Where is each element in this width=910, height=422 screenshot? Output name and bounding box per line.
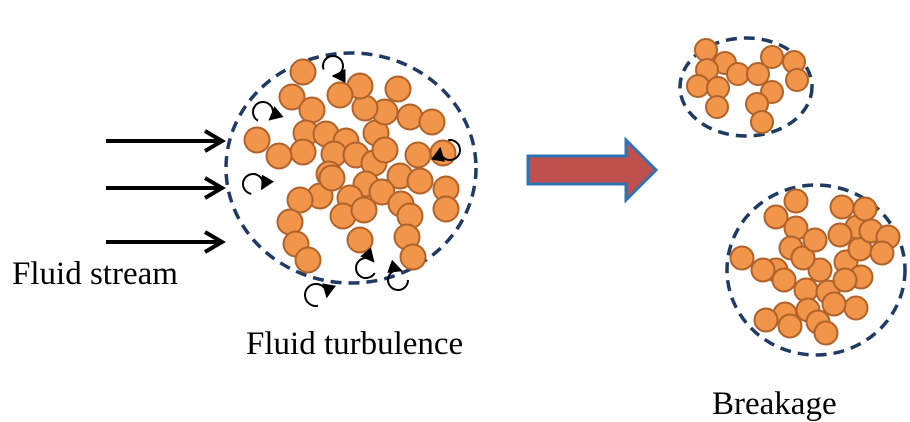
particle xyxy=(278,83,306,111)
particle xyxy=(843,295,869,321)
particle xyxy=(243,126,271,154)
eddy-swirl-icon xyxy=(355,247,376,279)
particle xyxy=(750,257,776,283)
particle xyxy=(404,141,432,169)
particle xyxy=(286,186,314,214)
particle xyxy=(429,139,457,167)
particle xyxy=(350,196,378,224)
particle xyxy=(294,246,322,274)
particle xyxy=(802,227,828,253)
particle xyxy=(686,74,710,98)
particle xyxy=(384,75,412,103)
particle xyxy=(750,110,774,134)
particle xyxy=(763,204,789,230)
particle xyxy=(276,208,304,236)
particle xyxy=(813,320,839,346)
eddy-swirl-icon xyxy=(387,259,410,291)
stream-arrow-icon xyxy=(106,129,226,153)
particle xyxy=(821,291,847,317)
particle xyxy=(771,267,797,293)
particle xyxy=(289,58,317,86)
fragment-top xyxy=(686,38,809,134)
fragment-boundary-top xyxy=(678,36,814,138)
eddy-swirl-icon xyxy=(322,55,346,83)
particle xyxy=(289,138,317,166)
stream-arrow-icon xyxy=(106,176,226,200)
fluid-turbulence-label: Fluid turbulence xyxy=(246,326,464,362)
particle xyxy=(760,45,784,69)
particle xyxy=(753,307,779,333)
particle xyxy=(694,38,718,62)
main-aggregate xyxy=(243,58,460,274)
particle xyxy=(326,81,354,109)
eddy-swirl-icon xyxy=(431,139,461,162)
eddy-swirl-icon xyxy=(242,173,275,195)
fluid-stream-label: Fluid stream xyxy=(12,256,178,292)
eddy-swirl-icon xyxy=(252,101,284,122)
particle xyxy=(418,108,446,136)
process-arrow-icon xyxy=(526,136,659,204)
particle xyxy=(406,167,434,195)
stream-arrows xyxy=(106,129,226,254)
particle xyxy=(371,136,399,164)
turbulence-eddies xyxy=(242,55,461,307)
particle xyxy=(807,257,833,283)
particle xyxy=(368,178,396,206)
particle xyxy=(829,194,855,220)
particle xyxy=(785,68,809,92)
particle xyxy=(852,196,878,222)
particle xyxy=(298,96,326,124)
particle xyxy=(346,226,374,254)
particle xyxy=(729,245,755,271)
particle xyxy=(705,95,729,119)
particle xyxy=(726,62,750,86)
eddy-swirl-icon xyxy=(304,283,336,307)
particle xyxy=(783,188,809,214)
particle xyxy=(265,142,293,170)
particle xyxy=(432,195,460,223)
fragment-boundary-bottom xyxy=(725,183,907,357)
particle xyxy=(869,240,895,266)
fragment-bottom xyxy=(729,188,901,346)
particle xyxy=(399,243,427,271)
particle xyxy=(396,103,424,131)
particle xyxy=(832,267,858,293)
particle xyxy=(746,62,770,86)
stream-arrow-icon xyxy=(106,230,226,254)
particle xyxy=(777,313,803,339)
particle xyxy=(318,164,346,192)
aggregate-boundary xyxy=(224,51,478,285)
particle xyxy=(790,245,816,271)
breakage-label: Breakage xyxy=(712,386,837,422)
particle xyxy=(827,222,853,248)
particle xyxy=(351,94,379,122)
